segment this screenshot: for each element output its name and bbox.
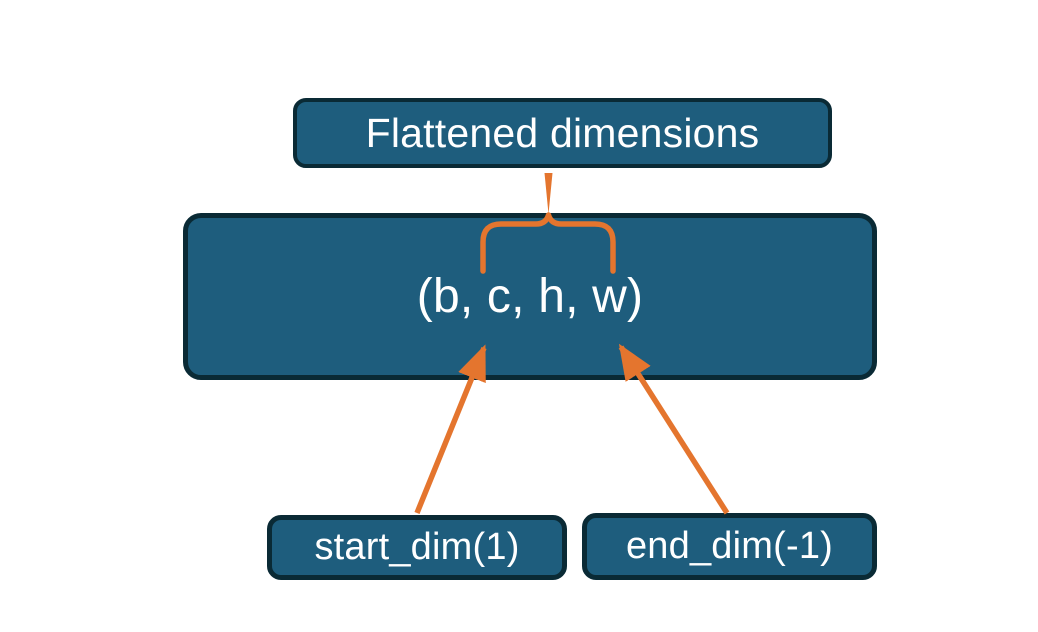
flattened-dimensions-box: Flattened dimensions <box>293 98 832 168</box>
start-dim-box: start_dim(1) <box>267 515 567 580</box>
end-dim-label: end_dim(-1) <box>625 525 834 567</box>
tensor-shape-label: (b, c, h, w) <box>416 270 644 323</box>
tensor-shape-box: (b, c, h, w) <box>183 213 877 380</box>
flattened-dimensions-label: Flattened dimensions <box>365 109 760 156</box>
brace-stem <box>544 173 553 214</box>
end-dim-box: end_dim(-1) <box>582 513 877 580</box>
start-dim-label: start_dim(1) <box>314 526 520 568</box>
